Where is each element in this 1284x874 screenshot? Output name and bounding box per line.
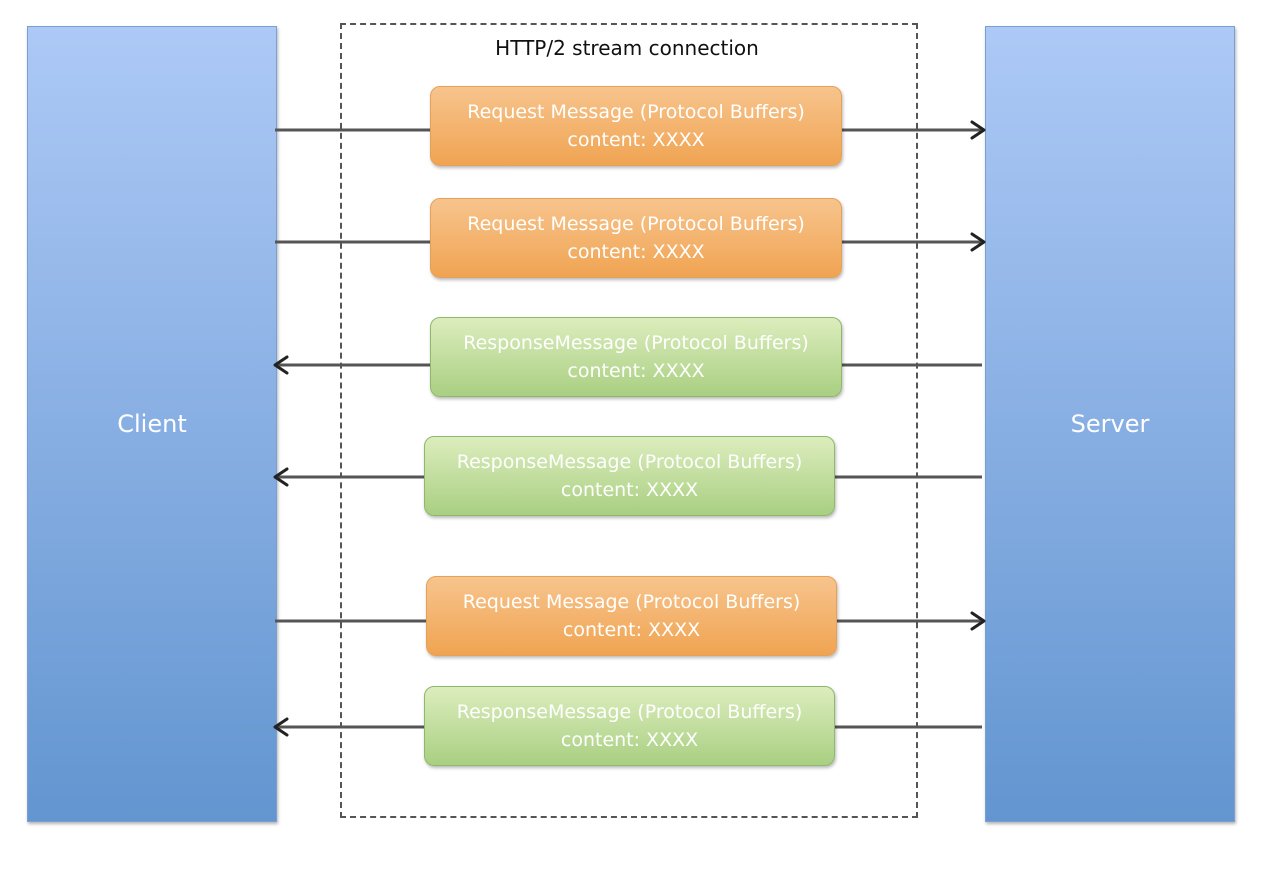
client-panel: Client (27, 26, 277, 822)
message-content: content: XXXX (567, 129, 705, 151)
message-title: Request Message (Protocol Buffers) (467, 101, 805, 123)
request-message-box: Request Message (Protocol Buffers) conte… (430, 198, 842, 278)
message-content: content: XXXX (560, 729, 699, 751)
arrow-head-right-icon (970, 120, 986, 140)
arrow-head-right-icon (970, 232, 986, 252)
message-title: ResponseMessage (Protocol Buffers) (463, 332, 809, 354)
message-content: content: XXXX (567, 241, 705, 263)
response-message-box: ResponseMessage (Protocol Buffers) conte… (424, 436, 835, 516)
arrow-head-left-icon (273, 717, 289, 737)
message-content: content: XXXX (567, 360, 705, 382)
arrow-head-left-icon (273, 355, 289, 375)
message-title: Request Message (Protocol Buffers) (467, 213, 805, 235)
request-message-box: Request Message (Protocol Buffers) conte… (426, 576, 837, 656)
response-message-box: ResponseMessage (Protocol Buffers) conte… (424, 686, 835, 766)
request-message-box: Request Message (Protocol Buffers) conte… (430, 86, 842, 166)
stream-connection-box (340, 23, 918, 818)
message-content: content: XXXX (562, 619, 701, 641)
message-title: ResponseMessage (Protocol Buffers) (456, 451, 803, 473)
client-label: Client (117, 410, 187, 438)
message-title: ResponseMessage (Protocol Buffers) (456, 701, 803, 723)
server-label: Server (1070, 410, 1150, 438)
arrow-head-right-icon (970, 611, 986, 631)
server-panel: Server (985, 26, 1235, 822)
arrow-head-left-icon (273, 467, 289, 487)
response-message-box: ResponseMessage (Protocol Buffers) conte… (430, 317, 842, 397)
message-content: content: XXXX (560, 479, 699, 501)
message-title: Request Message (Protocol Buffers) (462, 591, 801, 613)
stream-connection-label: HTTP/2 stream connection (495, 36, 759, 60)
